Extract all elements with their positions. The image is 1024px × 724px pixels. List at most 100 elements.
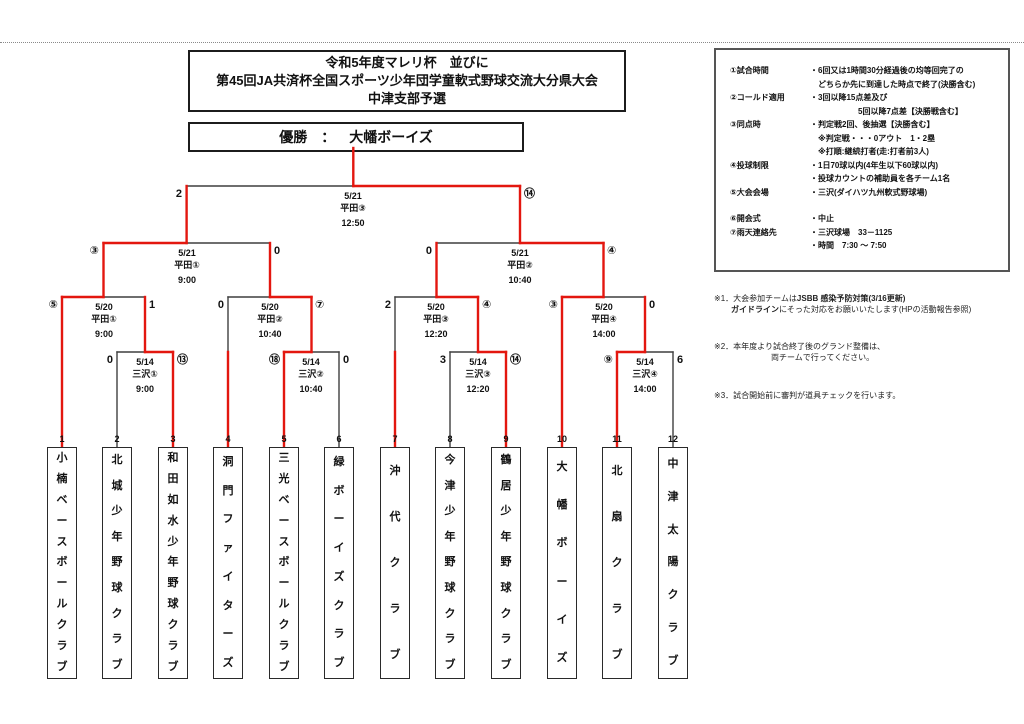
match-venue: 三沢④ (632, 369, 658, 379)
team-box-4: 洞門ファイターズ (213, 447, 243, 679)
note-text-bold: ガイドライン (731, 305, 779, 314)
note-text: 両チームで行ってください。 (771, 353, 875, 362)
team-name: 緑ボーイズクラブ (333, 455, 345, 670)
team-name: 中津太陽クラブ (667, 457, 679, 667)
note-text: 大会参加チームは (733, 294, 797, 303)
match-time: 12:50 (341, 218, 365, 228)
rule-text: ・1日70球以内(4年生以下60球以内) (810, 160, 939, 170)
rule-text: ・三沢球場 33－1125 (810, 227, 893, 237)
team-box-7: 沖代クラブ (380, 447, 410, 679)
team-name: 鶴居少年野球クラブ (500, 454, 512, 671)
team-box-8: 今津少年野球クラブ (435, 447, 465, 679)
score-r1-4-right: 6 (677, 354, 684, 366)
note-number: ※2． (714, 342, 734, 351)
match-venue: 三沢① (132, 369, 158, 379)
score-sf-1-left: ③ (89, 245, 99, 257)
score-r1-1-right: ⑬ (177, 354, 188, 366)
rule-label: ④投球制限 (730, 160, 769, 170)
team-name: 北扇クラブ (611, 464, 623, 661)
team-box-2: 北城少年野球クラブ (102, 447, 132, 679)
team-number-4: 4 (225, 434, 231, 444)
rule-text: 5回以降7点差【決勝戦含む】 (810, 106, 963, 116)
rule-text: ・6回又は1時間30分経過後の均等回完了の (810, 66, 964, 75)
score-qf-4-right: 0 (649, 299, 656, 311)
match-time: 10:40 (508, 275, 532, 285)
match-date: 5/14 (302, 357, 320, 367)
page-divider-dotted (0, 42, 1024, 43)
rule-row-7: ⑦雨天連絡先 ・三沢球場 33－1125 ・時間 7:30 ～ 7:50 (730, 226, 1002, 253)
match-label-sf-1: 5/21 平田① 9:00 (147, 247, 227, 286)
rule-row-1: ①試合時間 ・6回又は1時間30分経過後の均等回完了の どちらか先に到達した時点… (730, 64, 1002, 91)
match-label-sf-2: 5/21 平田② 10:40 (480, 247, 560, 286)
match-venue: 平田② (507, 260, 533, 270)
team-name: 小楠ベースボールクラブ (56, 451, 68, 674)
match-label-qf-2: 5/20 平田② 10:40 (230, 301, 310, 340)
team-box-10: 大幡ボーイズ (547, 447, 577, 679)
rule-label: ③同点時 (730, 120, 761, 129)
rule-text: どちらか先に到達した時点で終了(決勝含む) (810, 79, 976, 89)
rule-row-4: ④投球制限 ・1日70球以内(4年生以下60球以内) ・投球カウントの補助員を各… (730, 159, 1002, 186)
match-label-qf-4: 5/20 平田④ 14:00 (564, 301, 644, 340)
rule-text: ・投球カウントの補助員を各チーム1名 (810, 174, 951, 183)
match-date: 5/14 (136, 357, 154, 367)
note-number: ※1． (714, 294, 734, 303)
match-date: 5/14 (469, 357, 487, 367)
team-box-6: 緑ボーイズクラブ (324, 447, 354, 679)
team-number-5: 5 (281, 434, 287, 444)
match-date: 5/21 (511, 248, 529, 258)
match-date: 5/20 (595, 302, 613, 312)
note-text: 試合開始前に審判が道具チェックを行います。 (733, 391, 901, 400)
score-sf-1-right: 0 (274, 245, 281, 257)
match-date: 5/20 (427, 302, 445, 312)
team-box-1: 小楠ベースボールクラブ (47, 447, 77, 679)
rule-row-6: ⑥開会式 ・中止 (730, 212, 1002, 226)
match-date: 5/21 (344, 191, 362, 201)
score-r1-1-left: 0 (106, 354, 113, 366)
team-name: 今津少年野球クラブ (444, 454, 456, 671)
team-number-10: 10 (556, 434, 567, 444)
rule-text: ・三沢(ダイハツ九州軟式野球場) (810, 187, 928, 197)
team-number-3: 3 (170, 434, 176, 444)
score-r1-3-right: ⑭ (510, 354, 521, 366)
match-venue: 平田① (91, 314, 117, 324)
team-number-11: 11 (612, 434, 622, 444)
title-box: 令和5年度マレリ杯 並びに 第45回JA共済杯全国スポーツ少年団学童軟式野球交流… (188, 50, 626, 112)
rule-text: ※判定戦・・・0アウト 1・2塁 (810, 133, 936, 143)
match-venue: 平田① (174, 260, 200, 270)
match-time: 10:40 (299, 384, 323, 394)
rule-text: ・中止 (810, 214, 834, 223)
team-box-3: 和田如水少年野球クラブ (158, 447, 188, 679)
team-name: 三光ベースボールクラブ (278, 451, 290, 674)
rule-label: ①試合時間 (730, 66, 769, 75)
match-venue: 平田③ (340, 203, 366, 213)
match-label-r1-4: 5/14 三沢④ 14:00 (605, 356, 685, 395)
champion-separator: ： (321, 129, 336, 145)
rule-text: ・判定戦2回、後抽選【決勝含む】 (810, 120, 935, 129)
score-final-left: 2 (175, 188, 182, 200)
score-r1-3-left: 3 (439, 354, 446, 366)
match-label-r1-2: 5/14 三沢② 10:40 (271, 356, 351, 395)
team-number-9: 9 (503, 434, 509, 444)
team-name: 和田如水少年野球クラブ (167, 451, 179, 674)
score-r1-2-right: 0 (343, 354, 350, 366)
match-label-qf-1: 5/20 平田① 9:00 (64, 301, 144, 340)
rule-text: ・時間 7:30 ～ 7:50 (810, 241, 887, 250)
team-box-11: 北扇クラブ (602, 447, 632, 679)
title-line-2: 第45回JA共済杯全国スポーツ少年団学童軟式野球交流大分県大会 (216, 73, 598, 88)
rule-label: ②コールド適用 (730, 93, 785, 102)
title-line-1: 令和5年度マレリ杯 並びに (325, 55, 489, 70)
rules-panel: ①試合時間 ・6回又は1時間30分経過後の均等回完了の どちらか先に到達した時点… (714, 48, 1010, 272)
match-label-r1-3: 5/14 三沢③ 12:20 (438, 356, 518, 395)
team-box-12: 中津太陽クラブ (658, 447, 688, 679)
match-label-qf-3: 5/20 平田③ 12:20 (396, 301, 476, 340)
rule-label: ⑥開会式 (730, 214, 761, 223)
match-time: 9:00 (94, 329, 113, 339)
score-qf-2-right: ⑦ (315, 299, 325, 311)
note-2: ※2．本年度より試合終了後のグランド整備は、 両チームで行ってください。 (714, 341, 1016, 363)
rule-row-3: ③同点時 ・判定戦2回、後抽選【決勝含む】 ※判定戦・・・0アウト 1・2塁 ※… (730, 118, 1002, 159)
match-venue: 三沢② (298, 369, 324, 379)
score-qf-1-left: ⑤ (48, 299, 58, 311)
note-text: にそった対応をお願いいたします(HPの活動報告参照) (779, 305, 972, 314)
